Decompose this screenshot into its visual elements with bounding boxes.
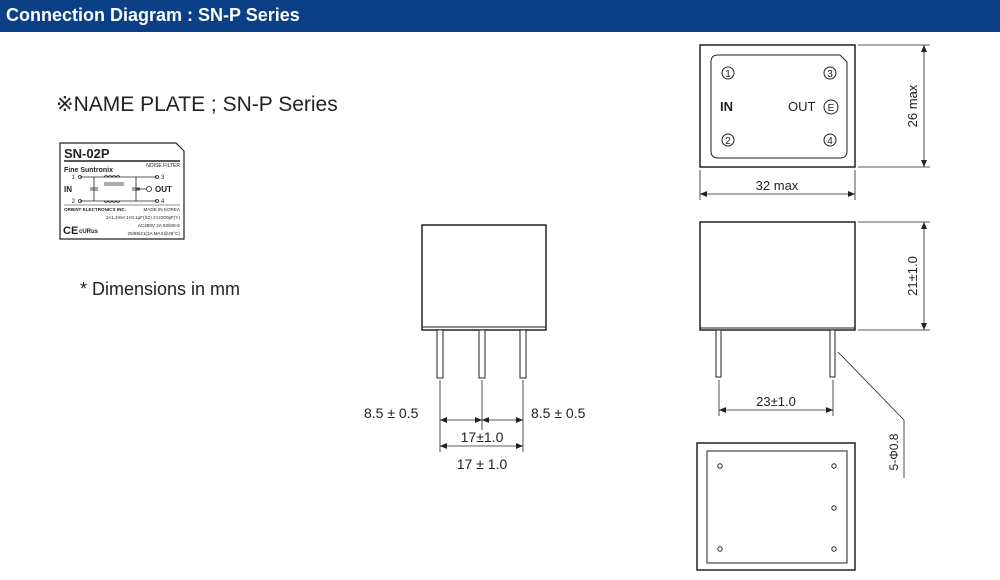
bottom-view [696, 442, 856, 571]
nameplate-schematic [78, 175, 159, 203]
side-view: 21±1.0 23±1.0 5-Φ0.8 [699, 221, 930, 478]
front-right-offset-label: 8.5 ± 0.5 [531, 405, 586, 421]
bottom-view-body [696, 442, 856, 571]
nameplate-spec-2: AC250V 2A 50/60Hz [138, 223, 181, 228]
front-pin-center [478, 329, 486, 379]
nameplate-pin-1: 1 [72, 175, 76, 181]
nameplate-brand: Fine Suntronix [64, 167, 113, 174]
nameplate-made-in: MADE IN KOREA [143, 207, 180, 212]
side-height-label: 21±1.0 [905, 256, 920, 296]
nameplate-in-label: IN [64, 185, 72, 194]
nameplate-pin-3: 3 [161, 175, 165, 181]
front-pin-left [436, 329, 444, 379]
top-in-label: IN [720, 99, 733, 114]
ce-mark-icon: CE [63, 225, 78, 237]
top-pin-4: 4 [827, 136, 833, 147]
nameplate-spec-1: 2×1.2mH 1×0.1μF(X2) 2×2200pF(Y) [106, 215, 180, 220]
top-width-label: 32 max [756, 178, 799, 193]
top-out-label: OUT [788, 99, 816, 114]
nameplate-heading: ※NAME PLATE ; SN-P Series [56, 93, 338, 116]
front-pin-right [519, 329, 527, 379]
front-pitch-outer-label: 17 ± 1.0 [457, 456, 508, 472]
side-view-body [699, 221, 856, 331]
top-pin-e: E [828, 103, 835, 114]
nameplate-label: SN-02P NOISE FILTER Fine Suntronix 1 2 [59, 142, 185, 240]
top-pin-2: 2 [725, 136, 731, 147]
side-pin-right [829, 329, 836, 378]
top-pin-3: 3 [827, 69, 833, 80]
nameplate-pin-4: 4 [161, 199, 165, 205]
nameplate-maker: ORIENT ELECTRONICS INC. [64, 207, 126, 212]
front-left-offset-label: 8.5 ± 0.5 [364, 405, 419, 421]
bottom-hole-1 [717, 463, 723, 469]
bottom-hole-e [831, 505, 837, 511]
bottom-hole-3 [831, 463, 837, 469]
front-view-body [421, 224, 547, 331]
header-bar: Connection Diagram : SN-P Series [0, 0, 1000, 32]
bottom-hole-2 [717, 546, 723, 552]
nameplate-model: SN-02P [64, 146, 110, 161]
nameplate-pin-2: 2 [72, 199, 76, 205]
side-pin-left [715, 329, 722, 378]
top-depth-label: 26 max [905, 84, 920, 127]
side-pitch-label: 23±1.0 [756, 394, 796, 409]
nameplate-spec-3: 25/85/21(2A MAX@45°C) [128, 231, 181, 236]
top-view: 1 3 2 4 IN OUT E 32 max 26 max [699, 44, 930, 200]
bottom-hole-4 [831, 546, 837, 552]
front-view: 8.5 ± 0.5 8.5 ± 0.5 17±1.0 17 ± 1.0 [364, 224, 586, 472]
page-title: Connection Diagram : SN-P Series [6, 5, 300, 25]
front-pitch-inner-label: 17±1.0 [461, 429, 504, 445]
top-pin-1: 1 [725, 69, 731, 80]
dimensions-note: * Dimensions in mm [80, 279, 241, 299]
ul-mark-icon: cURus [79, 229, 99, 235]
side-pin-diameter-label: 5-Φ0.8 [887, 433, 901, 470]
nameplate-type: NOISE FILTER [146, 163, 180, 169]
nameplate-out-label: OUT [155, 185, 172, 194]
